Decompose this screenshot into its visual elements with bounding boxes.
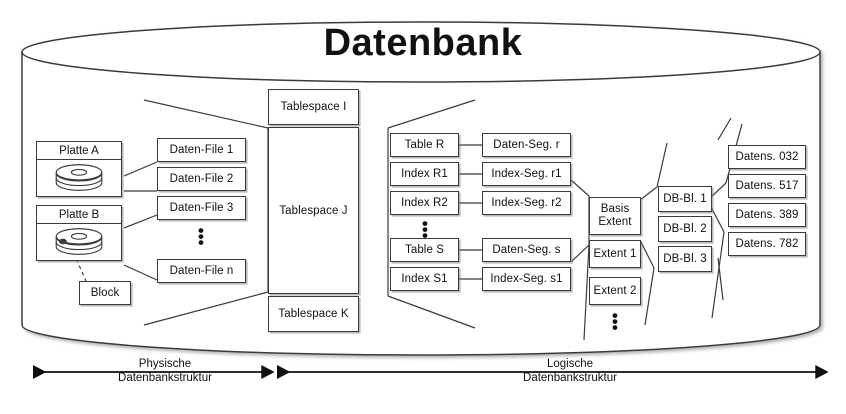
- disk-platte-a-label: Platte A: [37, 142, 121, 160]
- segment-box-daten-s[interactable]: Daten-Seg. s: [482, 238, 571, 262]
- segment-box-index-r2[interactable]: Index-Seg. r2: [482, 191, 571, 215]
- object-box-index-r1[interactable]: Index R1: [390, 162, 459, 186]
- disk-platte-b-icon: [37, 224, 121, 261]
- disk-platte-a-icon: [37, 160, 121, 197]
- segment-box-daten-r[interactable]: Daten-Seg. r: [482, 133, 571, 157]
- extent-basis-line2: Extent: [598, 216, 632, 228]
- axis-label-logical-line2: Datenbankstruktur: [523, 372, 617, 385]
- record-box-517[interactable]: Datens. 517: [728, 174, 806, 198]
- tablespace-box-i[interactable]: Tablespace I: [268, 89, 359, 125]
- object-box-index-s1[interactable]: Index S1: [390, 267, 459, 291]
- axis-label-logical: Logische Datenbankstruktur: [495, 357, 645, 386]
- extent-box-2[interactable]: Extent 2: [589, 277, 641, 305]
- axis-label-physical: Physische Datenbankstruktur: [95, 357, 235, 386]
- datafile-box-n[interactable]: Daten-File n: [157, 259, 246, 283]
- axis-label-physical-line2: Datenbankstruktur: [118, 372, 212, 385]
- segment-box-index-r1[interactable]: Index-Seg. r1: [482, 162, 571, 186]
- disk-platte-a[interactable]: Platte A: [36, 141, 122, 197]
- object-ellipsis-icon: •••: [422, 214, 428, 245]
- object-box-table-s[interactable]: Table S: [390, 238, 459, 262]
- dbblock-box-3[interactable]: DB-Bl. 3: [658, 246, 712, 272]
- axis-label-physical-line1: Physische: [138, 358, 192, 370]
- extent-basis-line1: Basis: [600, 203, 630, 216]
- datafile-ellipsis-icon: •••: [198, 221, 204, 252]
- segment-box-index-s1[interactable]: Index-Seg. s1: [482, 267, 571, 291]
- object-box-index-r2[interactable]: Index R2: [390, 191, 459, 215]
- axis-label-logical-line1: Logische: [546, 358, 594, 370]
- disk-platte-b[interactable]: Platte B: [36, 205, 122, 261]
- datafile-box-3[interactable]: Daten-File 3: [157, 196, 246, 220]
- diagram-title: Datenbank: [323, 22, 523, 64]
- tablespace-box-j[interactable]: Tablespace J: [268, 127, 359, 294]
- connectors-disk-to-datafile: [123, 161, 158, 281]
- tablespace-box-k[interactable]: Tablespace K: [268, 296, 359, 332]
- extent-ellipsis-icon: •••: [612, 306, 618, 337]
- record-box-782[interactable]: Datens. 782: [728, 232, 806, 256]
- datafile-box-2[interactable]: Daten-File 2: [157, 167, 246, 191]
- extent-box-basis[interactable]: Basis Extent: [589, 197, 641, 235]
- record-box-389[interactable]: Datens. 389: [728, 203, 806, 227]
- record-box-032[interactable]: Datens. 032: [728, 145, 806, 169]
- disk-platte-b-label: Platte B: [37, 206, 121, 224]
- extent-box-1[interactable]: Extent 1: [589, 240, 641, 268]
- dbblock-box-2[interactable]: DB-Bl. 2: [658, 216, 712, 242]
- object-box-table-r[interactable]: Table R: [390, 133, 459, 157]
- block-box[interactable]: Block: [79, 281, 131, 305]
- connectors-tablespace-to-objects: [387, 99, 476, 329]
- datafile-box-1[interactable]: Daten-File 1: [157, 138, 246, 162]
- connectors-record-bracket: [717, 117, 732, 301]
- connectors-extent-to-dbblock: [639, 142, 668, 326]
- connectors-object-to-segment: [459, 144, 482, 280]
- dbblock-box-1[interactable]: DB-Bl. 1: [658, 186, 712, 212]
